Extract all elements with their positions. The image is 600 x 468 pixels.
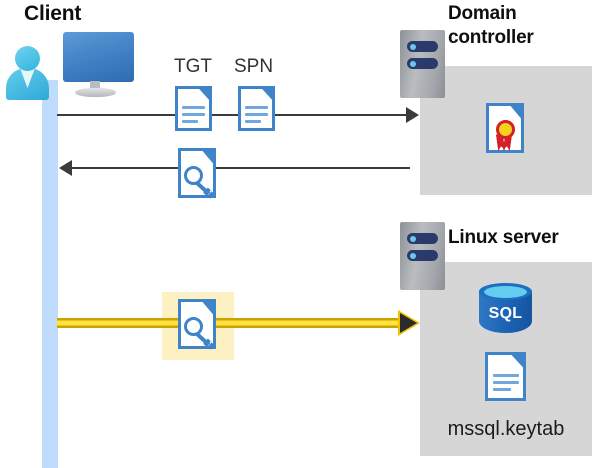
client-lifeline [42,80,58,468]
keytab-label: mssql.keytab [447,418,565,440]
key-icon [184,317,215,350]
request-arrowhead-icon [406,107,419,123]
document-text-lines [245,105,269,127]
monitor-stand-icon [90,81,100,91]
user-body-icon [6,68,49,100]
certificate-seal-icon [495,120,515,139]
monitor-icon [63,32,134,82]
server-bay-icon [407,250,438,261]
database-cylinder-top-inner [484,286,527,298]
user-collar-icon [20,68,35,88]
response-arrowhead-icon [59,160,72,176]
response-connector-line [72,167,410,169]
server-rack-icon-domain-controller [400,30,445,98]
server-bay-icon [407,58,438,69]
document-icon-spn [238,86,275,131]
key-document-icon-service-ticket [178,299,216,350]
user-head-icon [15,46,40,71]
keytab-document-icon [485,352,526,401]
service-ticket-connector-core [57,321,412,325]
server-bay-icon [407,41,438,52]
tgt-label: TGT [174,56,212,77]
server-led-icon [410,60,416,67]
spn-label: SPN [234,56,274,77]
key-document-icon-response [178,148,216,199]
server-led-icon [410,43,416,50]
key-icon [184,166,215,199]
domain-controller-label: Domain controller [448,2,598,50]
client-label: Client [24,2,82,25]
domain-controller-label-line1: Domain [448,3,517,24]
sql-database-icon: SQL [479,283,532,341]
document-text-lines [182,105,206,127]
server-led-icon [410,252,416,259]
document-text-lines [493,373,519,395]
service-ticket-arrowhead-icon [400,313,417,333]
server-led-icon [410,235,416,242]
certificate-document-icon [486,103,524,153]
server-bay-icon [407,233,438,244]
linux-server-label: Linux server [448,227,559,248]
request-connector-line [57,114,409,116]
document-icon-tgt [175,86,212,131]
domain-controller-label-line2: controller [448,27,534,48]
monitor-base-icon [75,88,116,97]
server-rack-icon-linux-server [400,222,445,290]
sql-label: SQL [488,305,523,322]
